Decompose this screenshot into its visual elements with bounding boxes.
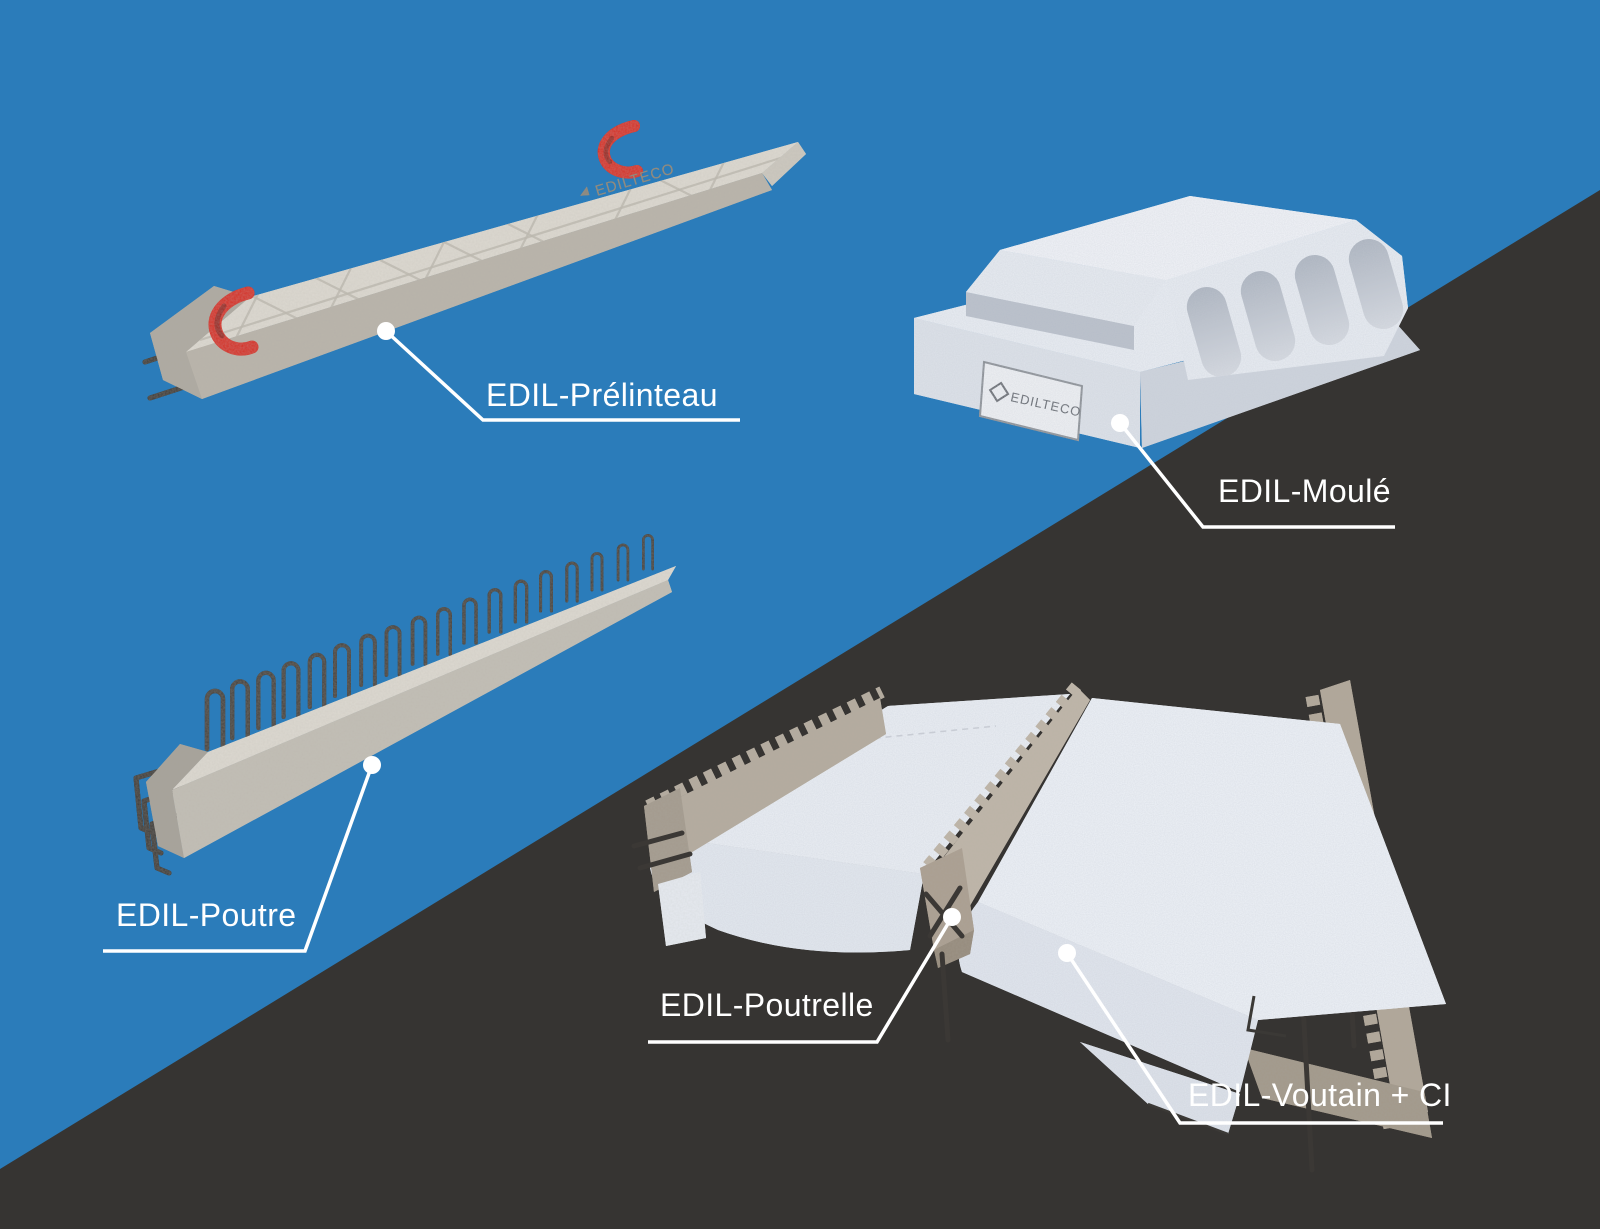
- panel-top-face: [672, 694, 1070, 874]
- illustration-edil-poutre: [133, 534, 676, 876]
- logo-plate: [978, 360, 1084, 442]
- block-upper-slope: [966, 250, 1166, 326]
- beam-top-face: [172, 566, 676, 790]
- beam-front-face: [186, 173, 772, 399]
- base-chunk: [1244, 1048, 1432, 1138]
- rebar-rod-right: [1299, 983, 1315, 1173]
- callout-dot-moule: [1111, 414, 1129, 432]
- arch-cutout: [1348, 239, 1404, 329]
- ci-flange: [1080, 1042, 1240, 1134]
- callout-dot-poutre: [363, 756, 381, 774]
- beam-end-face: [146, 744, 208, 858]
- callout-dot-prelinteau: [377, 322, 395, 340]
- leader-poutre: [103, 764, 374, 953]
- arch-cutouts: [1186, 239, 1404, 377]
- leader-prelinteau: [384, 329, 740, 422]
- illustration-edil-moule: EDILTECO: [914, 196, 1420, 448]
- lifting-strap-left: [208, 286, 259, 356]
- lifting-strap-right: [597, 120, 643, 179]
- arch-cutout: [1294, 255, 1350, 345]
- beam-top-face: [186, 142, 798, 352]
- eps-sliver: [658, 872, 706, 946]
- block-upper-top: [1000, 196, 1356, 280]
- chainage-notch: [1246, 995, 1287, 1038]
- label-edil-voutain: EDIL-Voutain + CI: [1188, 1077, 1452, 1113]
- leader-poutrelle: [648, 916, 954, 1044]
- leader-voutain: [1065, 952, 1443, 1125]
- panel-top-face: [978, 698, 1446, 1020]
- label-edil-poutrelle: EDIL-Poutrelle: [660, 987, 874, 1023]
- label-edil-moule: EDIL-Moulé: [1218, 473, 1391, 509]
- block-step-groove: [966, 292, 1134, 350]
- beam-front-face: [172, 580, 672, 858]
- joist-foot: [920, 848, 974, 950]
- label-edil-poutre: EDIL-Poutre: [116, 897, 297, 933]
- illustration-floor-assembly: [631, 678, 1446, 1173]
- rebar-rods-left: [631, 830, 693, 871]
- beam-right-end: [762, 142, 806, 186]
- arch-cutout: [1186, 287, 1242, 377]
- eps-panel-voutain-right: [958, 698, 1446, 1134]
- callout-leaders: [103, 322, 1443, 1125]
- callout-dot-voutain: [1058, 944, 1076, 962]
- arch-cutout: [1240, 271, 1296, 361]
- panel-front-face: [650, 838, 924, 953]
- label-edil-prelinteau: EDIL-Prélinteau: [486, 377, 718, 413]
- callout-dot-poutrelle: [943, 908, 961, 926]
- leader-moule: [1118, 421, 1395, 529]
- panel-front-face: [958, 902, 1258, 1092]
